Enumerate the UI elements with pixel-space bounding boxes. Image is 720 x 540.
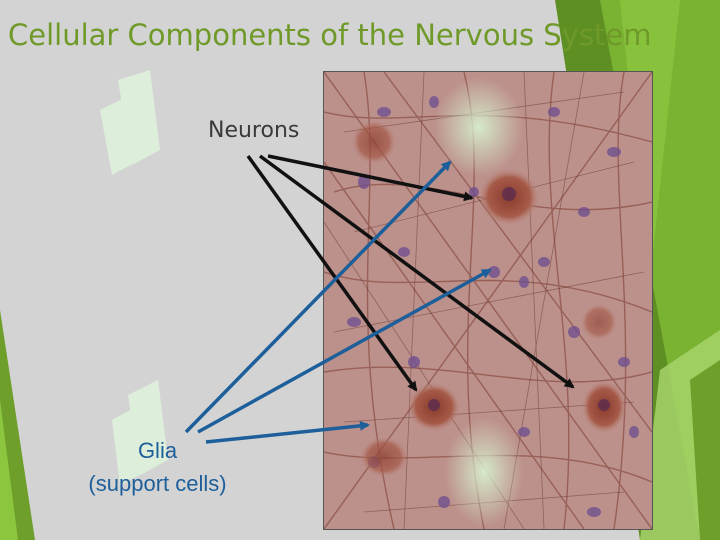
neurons-label: Neurons [208,118,300,143]
glia-label: Glia (support cells) [60,434,255,500]
neuron-arrow-2 [246,154,418,392]
watermark-logo [100,70,168,485]
glia-label-line1: Glia [137,438,178,463]
glia-arrow-1 [184,160,452,434]
neuron-micrograph [323,71,653,530]
neuron-arrow-1 [267,154,474,202]
micrograph-image [324,72,652,529]
glia-arrow-3 [205,420,370,444]
glia-arrow-2 [197,268,492,434]
glia-label-line2: (support cells) [88,471,227,496]
slide-title: Cellular Components of the Nervous Syste… [8,18,652,52]
neuron-arrow-3 [258,154,575,389]
